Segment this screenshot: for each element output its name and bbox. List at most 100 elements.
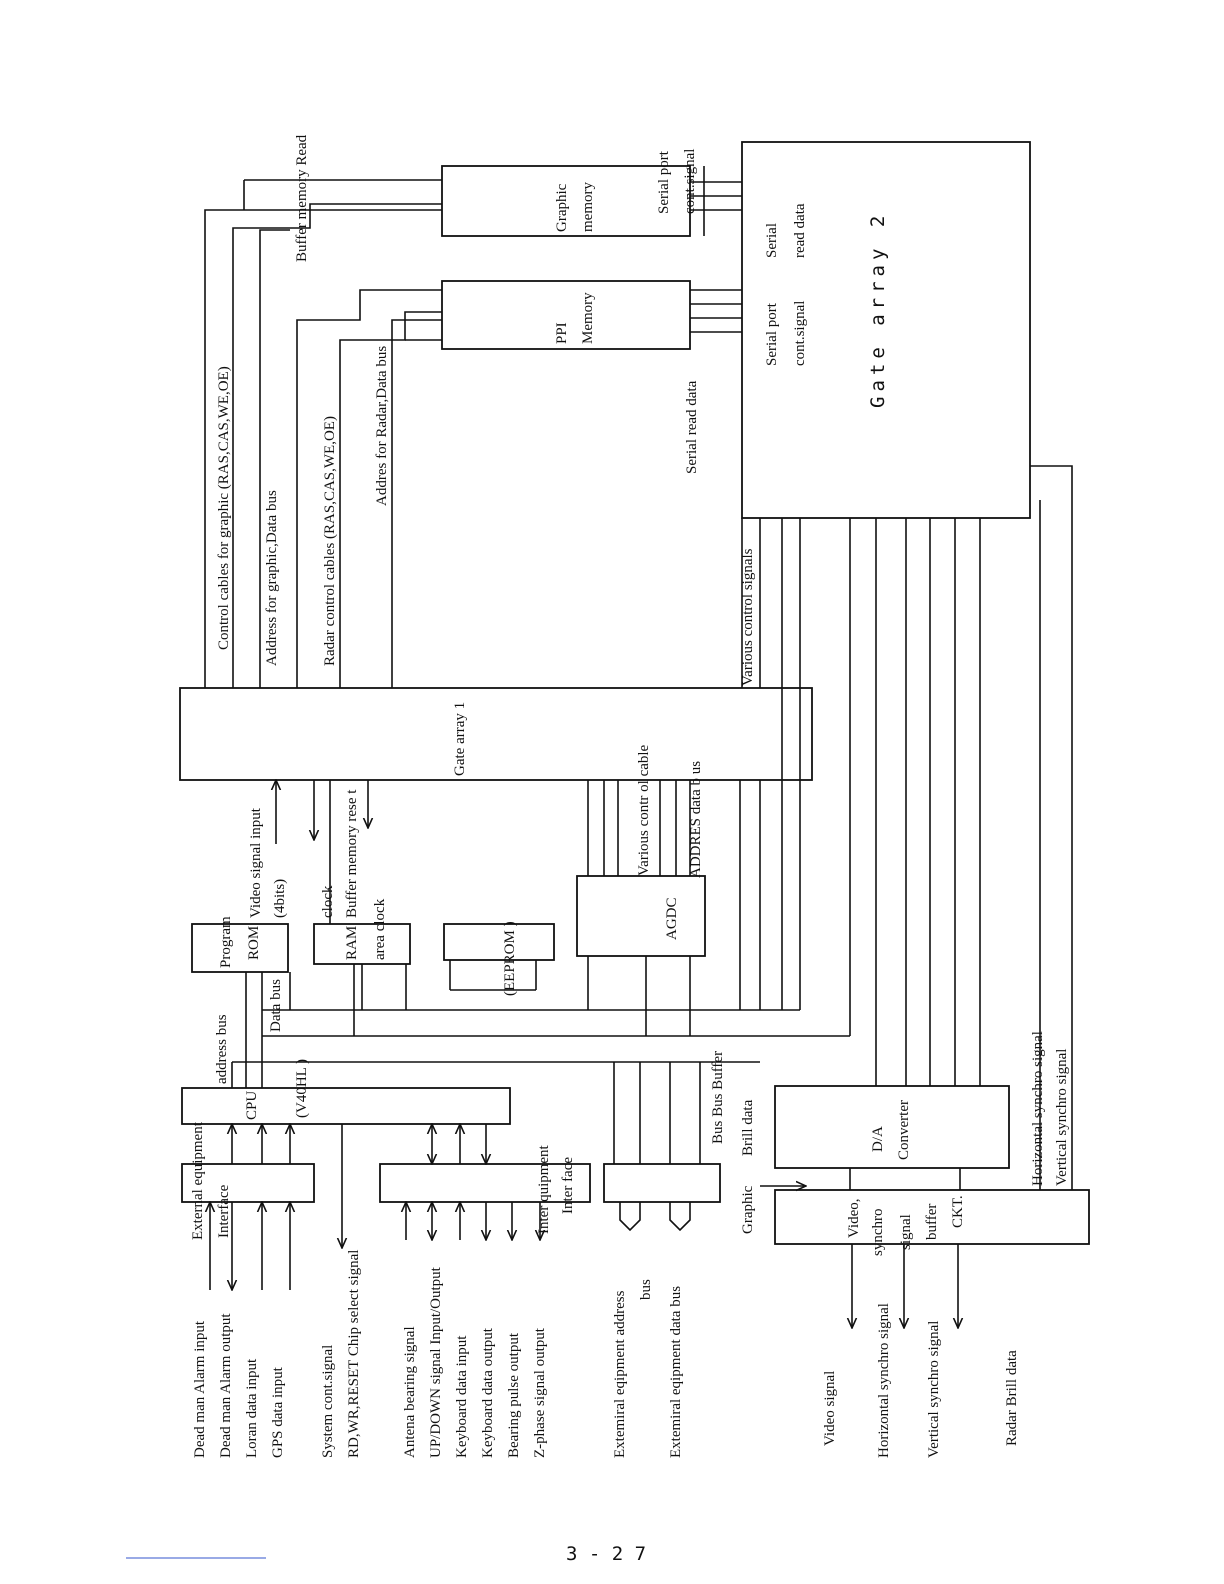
graphic-serial-port-label-b: cont.signal [682, 149, 698, 214]
signal-rd-wr-reset: RD,WR,RESET Chip select signal [346, 1250, 362, 1458]
external-interface-io [210, 1202, 290, 1290]
ppi-memory-wiring [296, 289, 742, 688]
buffer-label-synchro: synchro [870, 1209, 886, 1257]
interface-label: Interface [216, 1184, 232, 1238]
graphic-serial-port-label-a: Serial port [656, 150, 672, 214]
rom-block [191, 923, 289, 973]
graphic-memory-block [441, 165, 691, 237]
signal-ext-address-bus-2: bus [638, 1279, 654, 1300]
gate-array-2-label: Gate array 2 [867, 211, 889, 408]
signal-radar-brill: Radar Brill data [1004, 1350, 1020, 1446]
four-bits-label: (4bits) [272, 879, 288, 918]
buffer-label-buffer: buffer [924, 1204, 940, 1240]
inter-equipment-io [406, 1202, 540, 1240]
signal-group-4: Extemiral eqipment address bus Extemiral… [612, 1279, 684, 1458]
signal-antena-bearing: Antena bearing signal [402, 1326, 418, 1458]
external-bus-connectors [619, 1202, 691, 1232]
agdc-label: AGDC [664, 897, 680, 940]
cpu-block [181, 1087, 511, 1125]
signal-dead-man-input: Dead man Alarm input [192, 1320, 208, 1458]
buffer-label-signal: signal [898, 1214, 914, 1250]
signal-dead-man-output: Dead man Alarm output [218, 1313, 234, 1458]
signal-horizontal-synchro: Horizontal synchro signal [876, 1303, 892, 1458]
various-control-cable-label: Various contr ol cable [636, 744, 652, 876]
external-equipment-label: External equipment [190, 1121, 206, 1240]
radar-control-cables-label: Radar control cables (RAS,CAS,WE,OE) [322, 416, 338, 666]
signal-video: Video signal [822, 1371, 838, 1446]
ram-label: RAM [344, 926, 360, 960]
signal-ext-address-bus: Extemiral eqipment address [612, 1290, 628, 1458]
system-bus-wiring [231, 956, 850, 1164]
buffer-memory-read-label: Buffer memory Read [294, 134, 310, 262]
various-control-signals-label: Various control signals [740, 548, 756, 686]
signal-group-5: Video signal Horizontal synchro signal V… [822, 1303, 1020, 1458]
program-label: Program [218, 916, 234, 968]
rom-label: ROM [246, 926, 262, 960]
video-synchro-buffer-block [774, 1189, 1090, 1245]
graphic-memory-label-a: Graphic [554, 183, 570, 232]
signal-z-phase: Z-phase signal output [532, 1327, 548, 1458]
signal-group-1: Dead man Alarm input Dead man Alarm outp… [192, 1313, 286, 1458]
eeprom-block [443, 923, 555, 961]
inter-equipment-label: Inter quipment [536, 1144, 552, 1234]
gate-array-1-label: Gate array 1 [452, 702, 468, 776]
signal-loran-input: Loran data input [244, 1358, 260, 1458]
address-data-bus-label: ADDRES data b us [688, 761, 704, 878]
area-clock-label: area clock [372, 898, 388, 960]
graphic-memory-wiring [204, 166, 742, 688]
signal-gps-input: GPS data input [270, 1366, 286, 1458]
cpu-label: CPU [244, 1091, 260, 1120]
ppi-memory-label-b: Memory [580, 292, 596, 344]
gate-array-2-output-wiring [781, 465, 1073, 1190]
gate-array-2-block [741, 141, 1031, 519]
ram-block [313, 923, 411, 965]
serial-port-cont-label-b: cont.signal [792, 301, 808, 366]
gate-array-1-block [179, 687, 813, 781]
brill-data-label: Brill data [740, 1099, 756, 1156]
graphic-memory-label-b: memory [580, 182, 596, 232]
address-bus-label: address bus [214, 1014, 230, 1084]
signal-group-2: System cont.signal RD,WR,RESET Chip sele… [320, 1250, 362, 1458]
ppi-memory-block [441, 280, 691, 350]
video-signal-input-label: Video signal input [248, 807, 264, 918]
signal-system-cont: System cont.signal [320, 1345, 336, 1458]
horizontal-synchro-label: Horizontal synchro signal [1030, 1031, 1046, 1186]
page-number: 3 - 2 7 [566, 1543, 646, 1565]
graphic-label: Graphic [740, 1185, 756, 1234]
signal-group-3: Antena bearing signal UP/DOWN signal Inp… [402, 1266, 548, 1458]
da-converter-block [774, 1085, 1010, 1169]
buffer-label-video: Video, [846, 1198, 862, 1238]
da-label-b: Converter [896, 1100, 912, 1160]
buffer-memory-reset-label: Buffer memory rese t [344, 789, 360, 918]
vertical-synchro-label: Vertical synchro signal [1054, 1049, 1070, 1186]
data-bus-label: Data bus [268, 979, 284, 1032]
signal-keyboard-output: Keyboard data output [480, 1327, 496, 1458]
eeprom-label: (EEPROM ) [502, 921, 518, 996]
da-label-a: D/A [870, 1126, 886, 1152]
clock-label: clock [320, 885, 336, 918]
gate-array-1-bottom-wiring [329, 780, 761, 1010]
video-output-wiring [760, 1168, 960, 1328]
buffer-label-ckt: CKT. [950, 1195, 966, 1228]
signal-vertical-synchro: Vertical synchro signal [926, 1321, 942, 1458]
address-radar-label: Addres for Radar,Data bus [374, 346, 390, 506]
cpu-v40hl-label: (V40HL ) [294, 1059, 310, 1118]
ppi-memory-label-a: PPI [554, 322, 570, 344]
signal-bearing-pulse: Bearing pulse output [506, 1332, 522, 1458]
serial-read-label-a: Serial [764, 223, 780, 258]
signal-ext-data-bus: Extemiral eqipment data bus [668, 1286, 684, 1458]
bus-buffer-block [603, 1163, 721, 1203]
inter-equipment-interface-block [379, 1163, 591, 1203]
agdc-block [576, 875, 706, 957]
signal-keyboard-input: Keyboard data input [454, 1335, 470, 1458]
control-cables-graphic-label: Control cables for graphic (RAS,CAS,WE,O… [216, 366, 232, 650]
cpu-io-wiring [232, 1124, 486, 1248]
external-equipment-interface-block [181, 1163, 315, 1203]
serial-read-label-b: read data [792, 203, 808, 258]
bus-buffer-label: Bus Bus Buffer [710, 1051, 726, 1144]
serial-port-cont-label-a: Serial port [764, 302, 780, 366]
inter-face-label: Inter face [560, 1157, 576, 1214]
address-graphic-label: Address for graphic,Data bus [264, 490, 280, 666]
ppi-serial-read-label: Serial read data [684, 380, 700, 474]
